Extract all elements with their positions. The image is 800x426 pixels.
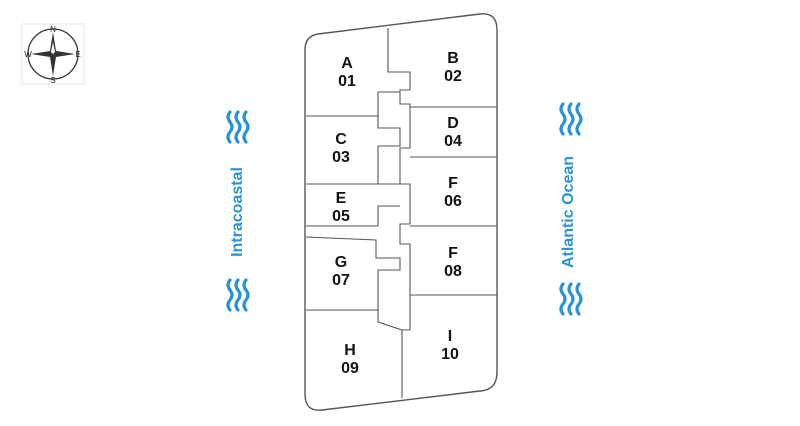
unit-g: G 07	[332, 254, 350, 289]
intracoastal-label: Intracoastal	[229, 167, 246, 257]
unit-number: 04	[444, 133, 462, 150]
unit-number: 05	[332, 208, 350, 225]
unit-number: 01	[338, 73, 356, 90]
unit-number: 06	[444, 193, 462, 210]
unit-number: 03	[332, 149, 350, 166]
waves-icon	[226, 278, 250, 312]
unit-number: 10	[441, 346, 459, 363]
unit-a: A 01	[338, 55, 356, 90]
unit-number: 09	[341, 360, 359, 377]
compass-west-label: W	[24, 50, 32, 59]
unit-h: H 09	[341, 342, 359, 377]
unit-number: 08	[444, 263, 462, 280]
unit-divider-lines	[305, 28, 497, 398]
unit-letter: F	[448, 175, 458, 192]
unit-letter: E	[336, 190, 347, 207]
atlantic-ocean-label: Atlantic Ocean	[560, 156, 577, 268]
compass-south-label: S	[50, 76, 55, 85]
unit-letter: F	[448, 245, 458, 262]
unit-c: C 03	[332, 131, 350, 166]
unit-b: B 02	[444, 50, 462, 85]
unit-number: 07	[332, 272, 350, 289]
compass-east-label: E	[75, 50, 80, 59]
waves-icon	[226, 110, 250, 144]
unit-letter: G	[335, 254, 347, 271]
unit-letter: H	[344, 342, 356, 359]
unit-i: I 10	[441, 328, 459, 363]
unit-d: D 04	[444, 115, 462, 150]
compass-rose-icon: N S E W	[21, 23, 85, 85]
building-outline	[304, 13, 498, 411]
unit-f-06: F 06	[444, 175, 462, 210]
unit-letter: A	[341, 55, 353, 72]
unit-number: 02	[444, 68, 462, 85]
unit-letter: C	[335, 131, 347, 148]
unit-f-08: F 08	[444, 245, 462, 280]
waves-icon	[559, 282, 583, 316]
unit-e: E 05	[332, 190, 350, 225]
compass-north-label: N	[50, 25, 56, 34]
waves-icon	[559, 102, 583, 136]
unit-letter: B	[447, 50, 459, 67]
unit-letter: D	[447, 115, 459, 132]
unit-letter: I	[448, 328, 452, 345]
